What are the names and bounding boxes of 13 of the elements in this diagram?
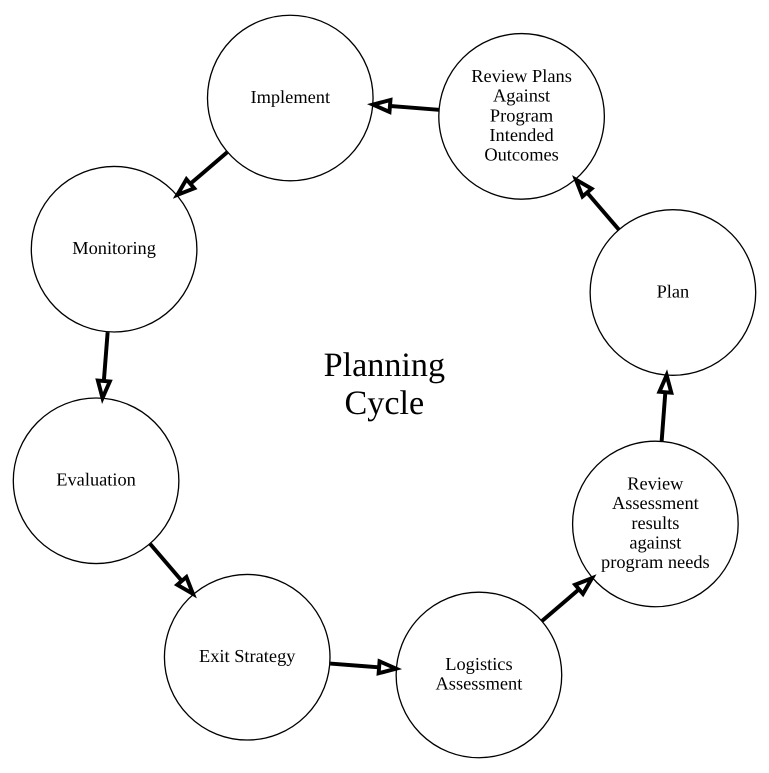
arrow [656, 369, 674, 442]
arrow [172, 150, 228, 199]
arrow [148, 542, 197, 598]
arrow [540, 574, 597, 622]
arrow [95, 332, 113, 404]
arrow [572, 175, 620, 231]
label: Planning Cycle [324, 346, 446, 422]
node-circle: Plan [589, 209, 756, 376]
arrow [330, 658, 402, 676]
node-circle: Logistics Assessment [395, 592, 562, 758]
node-circle: Evaluation [12, 397, 180, 564]
node-circle: Implement [206, 14, 374, 182]
arrow [366, 97, 439, 115]
